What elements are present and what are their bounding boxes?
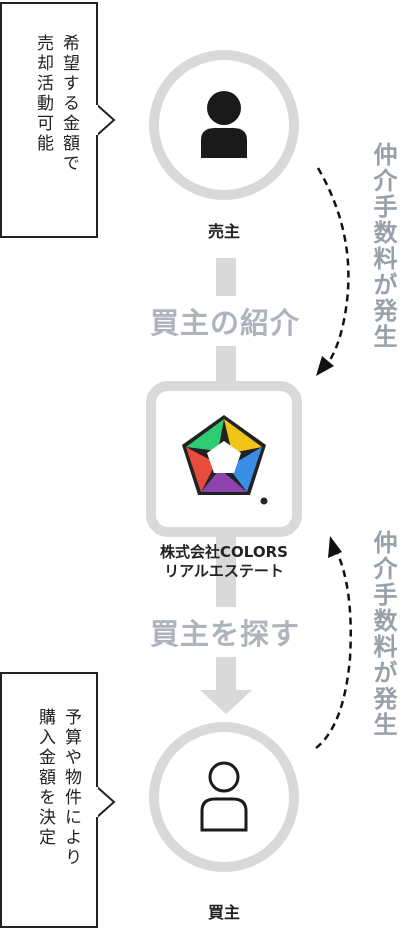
flow-label-introduce: 買主の紹介 xyxy=(130,296,320,346)
buyer-label: 買主 xyxy=(207,903,240,922)
buyer-callout: 予算や物件により 購入金額を決定 xyxy=(0,672,98,928)
fee-arrow-upper-icon xyxy=(316,167,350,376)
person-filled-icon xyxy=(201,91,247,158)
company-label-line2: リアルエステート xyxy=(164,562,284,580)
company-label-line1: 株式会社COLORS xyxy=(160,543,288,561)
flow-arrow-down-icon xyxy=(200,690,252,714)
person-outline-icon xyxy=(200,761,248,832)
callout-pointer-icon xyxy=(96,103,116,137)
fee-label-upper: 仲介手数料が発生 xyxy=(369,142,397,350)
callout-pointer-icon xyxy=(96,785,116,819)
flow-label-search: 買主を探す xyxy=(130,607,320,657)
seller-node xyxy=(149,50,299,200)
company-node xyxy=(146,381,302,537)
colors-logo xyxy=(182,415,268,505)
buyer-callout-col1: 予算や物件により xyxy=(61,708,81,868)
seller-callout-col1: 希望する金額で xyxy=(59,34,79,174)
buyer-callout-text: 予算や物件により 購入金額を決定 xyxy=(32,708,84,868)
fee-label-lower: 仲介手数料が発生 xyxy=(369,530,397,738)
seller-callout-text: 希望する金額で 売却活動可能 xyxy=(30,34,82,174)
seller-callout-col2: 売却活動可能 xyxy=(33,34,53,154)
buyer-node xyxy=(149,722,299,872)
seller-label: 売主 xyxy=(207,222,240,241)
buyer-callout-col2: 購入金額を決定 xyxy=(35,708,55,848)
fee-arrow-lower-icon xyxy=(315,536,352,749)
seller-callout: 希望する金額で 売却活動可能 xyxy=(0,2,98,238)
company-label: 株式会社COLORS リアルエステート xyxy=(118,543,330,581)
